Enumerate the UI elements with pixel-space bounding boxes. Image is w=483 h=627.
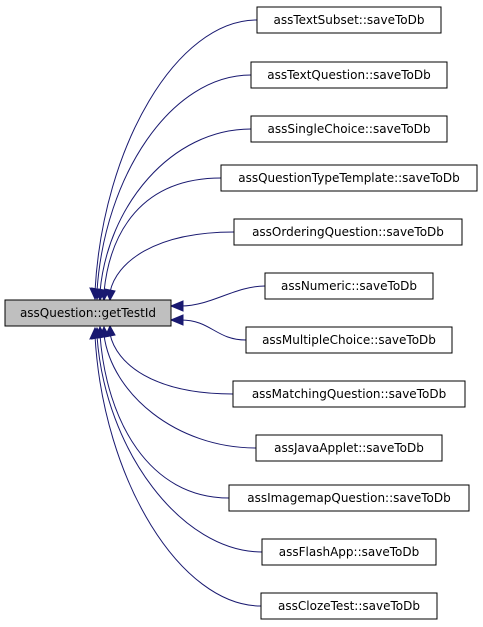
caller-node-box xyxy=(255,434,443,462)
caller-node[interactable]: assSingleChoice::saveToDb xyxy=(250,115,448,143)
call-edge xyxy=(180,285,266,307)
caller-node[interactable]: assFlashApp::saveToDb xyxy=(261,538,437,566)
caller-node-label: assJavaApplet::saveToDb xyxy=(274,441,424,455)
caller-node-box xyxy=(256,6,442,34)
caller-node-box xyxy=(233,218,463,246)
caller-node-label: assClozeTest::saveToDb xyxy=(278,599,420,613)
call-edge xyxy=(109,231,235,293)
call-edge xyxy=(99,334,230,499)
caller-node[interactable]: assMultipleChoice::saveToDb xyxy=(245,326,453,354)
caller-node-label: assTextSubset::saveToDb xyxy=(274,13,425,27)
caller-node[interactable]: assMatchingQuestion::saveToDb xyxy=(232,380,466,408)
caller-node[interactable]: assClozeTest::saveToDb xyxy=(260,592,438,620)
arrowhead xyxy=(169,300,184,312)
call-edge xyxy=(109,333,234,395)
caller-node[interactable]: assQuestionTypeTemplate::saveToDb xyxy=(220,164,478,192)
root-node[interactable]: assQuestion::getTestId xyxy=(4,299,172,327)
caller-node-box xyxy=(264,272,434,300)
caller-node-box xyxy=(245,326,453,354)
root-node-box xyxy=(4,299,172,327)
caller-node-label: assOrderingQuestion::saveToDb xyxy=(252,225,444,239)
caller-node-box xyxy=(261,538,437,566)
call-edge xyxy=(103,334,257,449)
caller-node-label: assImagemapQuestion::saveToDb xyxy=(247,491,450,505)
arrowhead xyxy=(104,288,116,302)
caller-node[interactable]: assTextSubset::saveToDb xyxy=(256,6,442,34)
caller-node-label: assMatchingQuestion::saveToDb xyxy=(252,387,446,401)
caller-node[interactable]: assNumeric::saveToDb xyxy=(264,272,434,300)
caller-node-box xyxy=(250,61,448,89)
caller-node-box xyxy=(232,380,466,408)
caller-node-label: assMultipleChoice::saveToDb xyxy=(262,333,436,347)
caller-node-box xyxy=(260,592,438,620)
root-node-label: assQuestion::getTestId xyxy=(20,306,156,320)
caller-node-label: assNumeric::saveToDb xyxy=(281,279,417,293)
caller-node-box xyxy=(220,164,478,192)
call-edge xyxy=(94,19,258,292)
arrowhead xyxy=(89,326,101,340)
caller-node[interactable]: assJavaApplet::saveToDb xyxy=(255,434,443,462)
caller-node[interactable]: assTextQuestion::saveToDb xyxy=(250,61,448,89)
call-edge xyxy=(103,177,222,293)
edges-group xyxy=(89,19,266,607)
call-edge xyxy=(99,128,252,293)
caller-node-label: assQuestionTypeTemplate::saveToDb xyxy=(238,171,460,185)
caller-node-box xyxy=(250,115,448,143)
caller-node[interactable]: assImagemapQuestion::saveToDb xyxy=(228,484,470,512)
caller-node-box xyxy=(228,484,470,512)
nodes-group: assQuestion::getTestId assTextSubset::sa… xyxy=(4,6,478,620)
caller-node[interactable]: assOrderingQuestion::saveToDb xyxy=(233,218,463,246)
arrowhead xyxy=(169,314,184,326)
call-edge xyxy=(94,335,262,607)
caller-node-label: assTextQuestion::saveToDb xyxy=(267,68,430,82)
call-edge xyxy=(180,319,247,341)
caller-node-label: assSingleChoice::saveToDb xyxy=(267,122,430,136)
caller-node-label: assFlashApp::saveToDb xyxy=(279,545,419,559)
call-edge xyxy=(96,74,252,292)
call-edge xyxy=(96,335,263,553)
